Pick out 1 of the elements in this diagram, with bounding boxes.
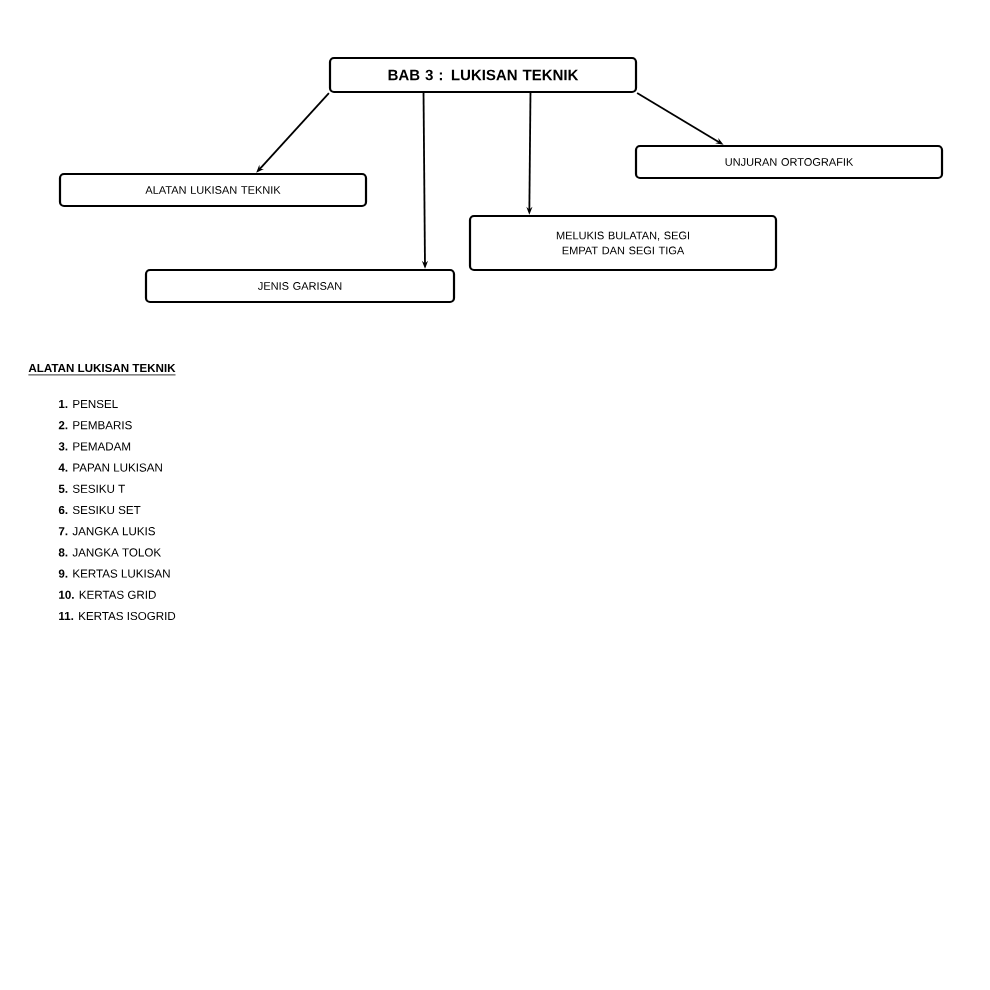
arrow [256,92,330,173]
